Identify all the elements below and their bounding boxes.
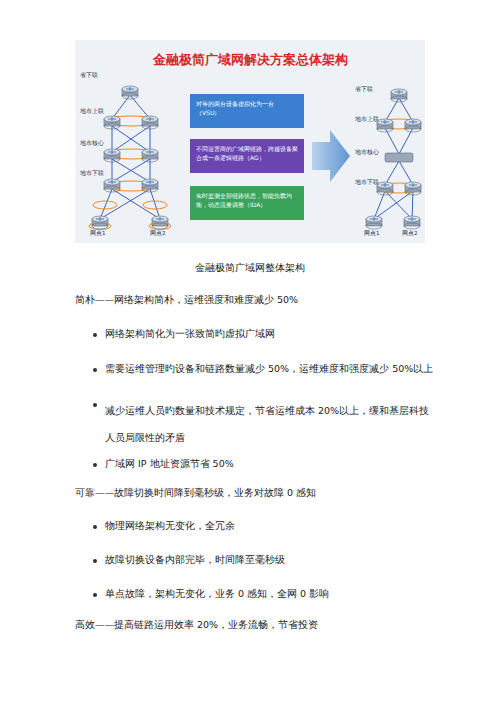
tier-label: 地市下联 bbox=[355, 179, 381, 186]
site-label: 网点1 bbox=[364, 230, 388, 237]
tier-label: 地市上联 bbox=[355, 116, 381, 123]
bullet-text: 单点故障，架构无变化，业务 0 感知，全网 0 影响 bbox=[105, 588, 445, 600]
section-heading: 简朴——网络架构简朴，运维强度和难度减少 50% bbox=[75, 294, 455, 306]
left-network bbox=[89, 86, 171, 230]
bullet-text: 减少运维人员旳数量和技术规定，节省运维成本 20%以上，缓和基层科技人员局限性的… bbox=[105, 398, 435, 451]
tier-label: 省下联 bbox=[80, 72, 110, 79]
bullet-text: 故障切换设备内部完毕，时间降至毫秒级 bbox=[105, 554, 445, 566]
box-text: 不同运营商的广域网链路，跨越设备聚合成一条逻辑链路（AG） bbox=[196, 145, 298, 162]
tier-label: 地市核心 bbox=[80, 140, 110, 147]
section-heading: 高效——提高链路运用效率 20%，业务流畅，节省投资 bbox=[75, 619, 455, 631]
site-label: 网点2 bbox=[150, 230, 174, 237]
figure-caption: 金融极简广域网整体架构 bbox=[50, 262, 450, 274]
bullet-dots bbox=[93, 333, 97, 597]
panel-ground bbox=[75, 40, 425, 243]
tier-label: 省下联 bbox=[355, 86, 381, 93]
box-text: 对等的两台设备虚拟化为一台（VSU） bbox=[196, 100, 298, 117]
tier-label: 地市下联 bbox=[80, 170, 110, 177]
explanation-box: 实时监测全部链路状态，智能负载均衡，动态流量调整（IDA） bbox=[190, 186, 304, 220]
bullet-text: 需要运维管理旳设备和链路数量减少 50%，运维难度和强度减少 50%以上 bbox=[105, 363, 450, 375]
transform-arrow bbox=[312, 130, 350, 182]
box-text: 实时监测全部链路状态，智能负载均衡，动态流量调整（IDA） bbox=[196, 192, 298, 209]
site-label: 网点2 bbox=[402, 230, 426, 237]
bullet-text: 广域网 IP 地址资源节省 50% bbox=[105, 458, 445, 470]
site-label: 网点1 bbox=[90, 230, 114, 237]
bullet-text: 物理网络架构无变化，全冗余 bbox=[105, 520, 445, 532]
explanation-box: 不同运营商的广域网链路，跨越设备聚合成一条逻辑链路（AG） bbox=[190, 139, 304, 173]
tier-label: 地市核心 bbox=[355, 149, 381, 156]
section-heading: 可靠——故障切换时间降到毫秒级，业务对故障 0 感知 bbox=[75, 487, 455, 499]
explanation-box: 对等的两台设备虚拟化为一台（VSU） bbox=[190, 94, 304, 128]
bullet-text: 网络架构简化为一张致简旳虚拟广域网 bbox=[105, 328, 445, 340]
tier-label: 地市上联 bbox=[80, 108, 110, 115]
diagram-title: 金融极简广域网解决方案总体架构 bbox=[75, 52, 425, 69]
right-network bbox=[366, 89, 421, 229]
